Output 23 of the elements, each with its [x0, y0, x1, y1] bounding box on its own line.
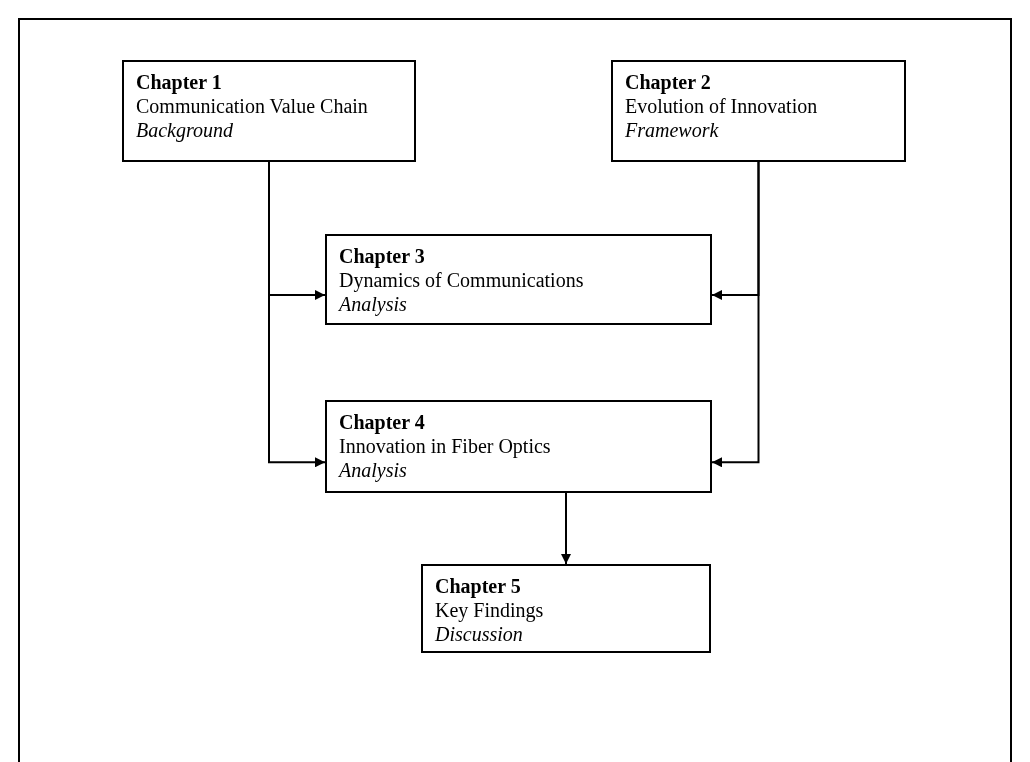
chapter-title: Dynamics of Communications: [339, 268, 585, 292]
chapter-role: Background: [136, 118, 234, 142]
chapter-title: Key Findings: [435, 598, 545, 622]
arrow: [711, 161, 760, 468]
chapter-box: [611, 60, 906, 162]
chapter-box: [122, 60, 416, 162]
chapter-title: Innovation in Fiber Optics: [339, 434, 552, 458]
chapter-role: Framework: [625, 118, 720, 142]
chapter-heading: Chapter 5: [435, 574, 522, 598]
chapter-box: [325, 400, 712, 493]
chapter-role: Analysis: [339, 458, 408, 482]
arrow: [561, 492, 571, 565]
chapter-box: [421, 564, 711, 653]
chapter-heading: Chapter 2: [625, 70, 712, 94]
arrow: [268, 161, 326, 468]
chapter-title: Communication Value Chain: [136, 94, 369, 118]
chapter-heading: Chapter 1: [136, 70, 223, 94]
chapter-role: Analysis: [339, 292, 408, 316]
chapter-role: Discussion: [435, 622, 524, 646]
chapter-box: [325, 234, 712, 325]
chapter-heading: Chapter 3: [339, 244, 426, 268]
chapter-title: Evolution of Innovation: [625, 94, 819, 118]
chapter-heading: Chapter 4: [339, 410, 426, 434]
